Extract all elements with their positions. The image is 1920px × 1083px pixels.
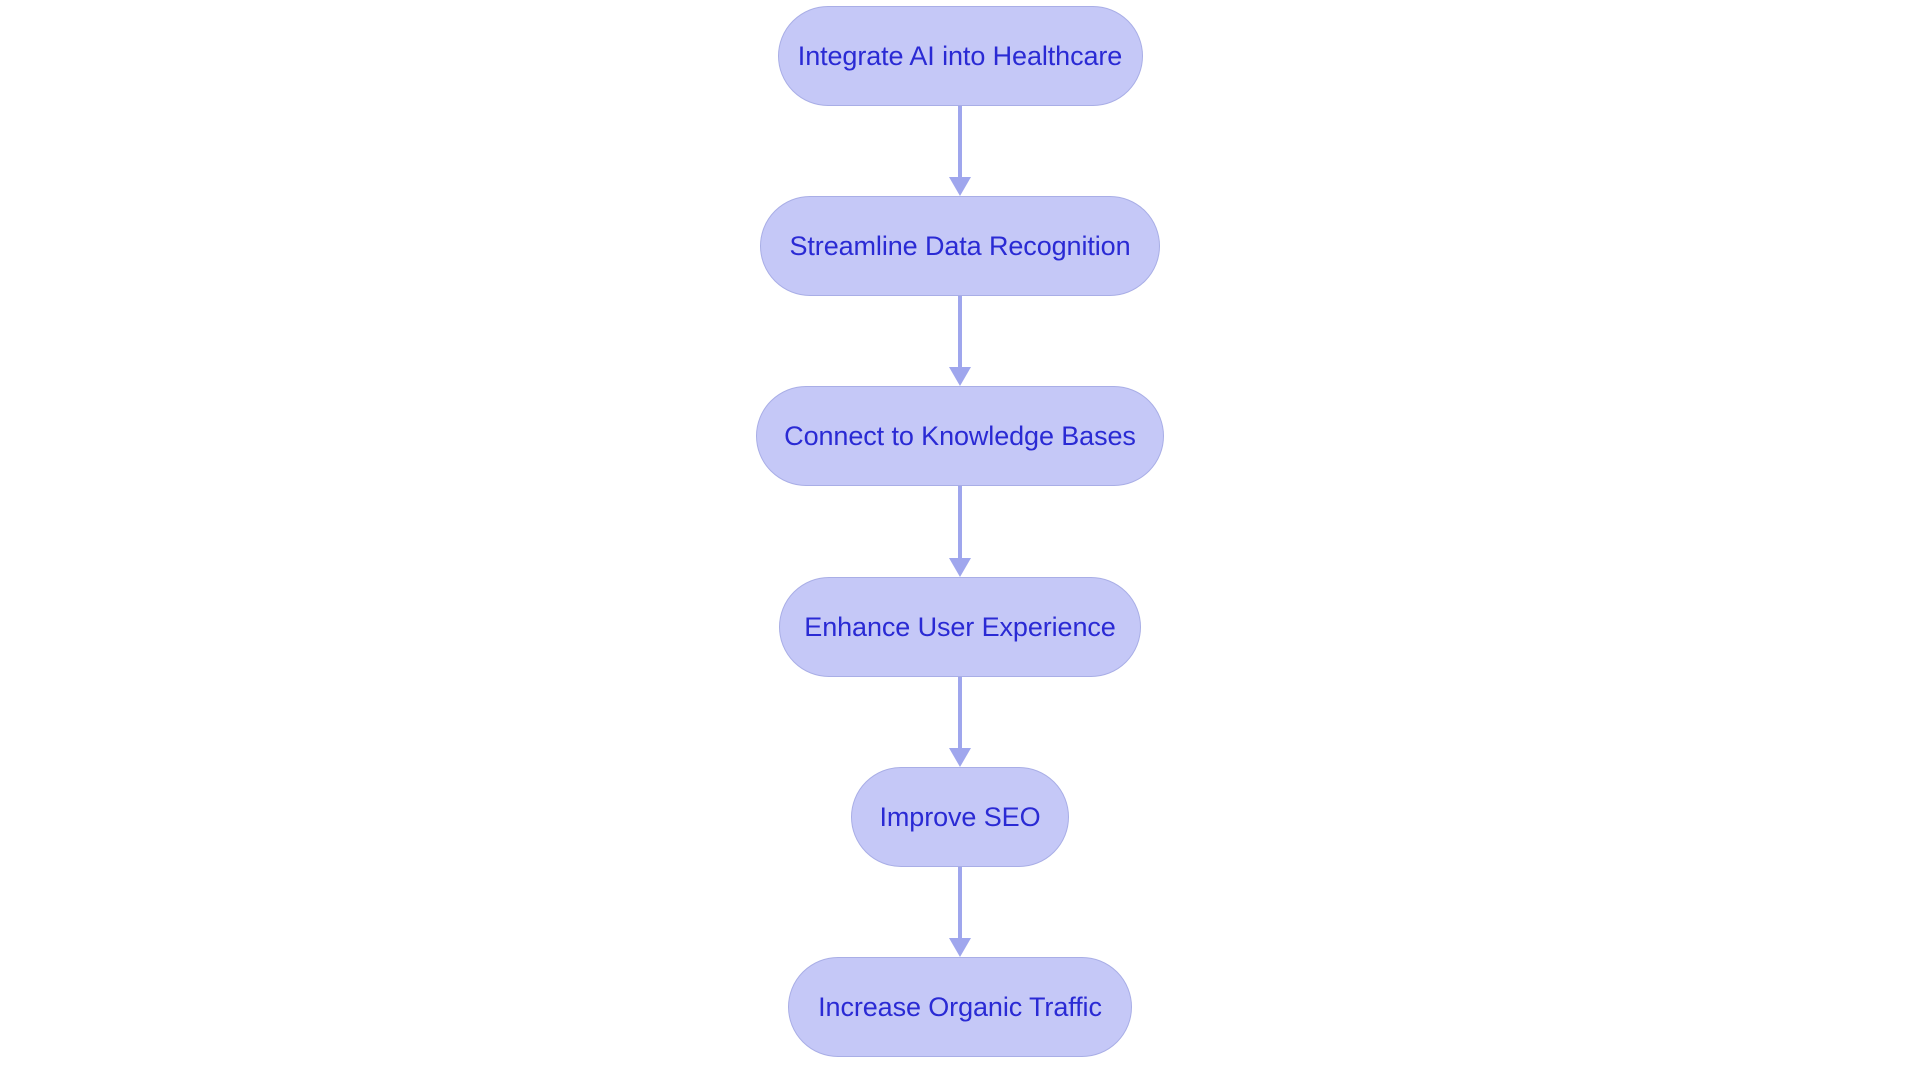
flowchart-edge-1-2 xyxy=(949,106,971,196)
flowchart-node-1[interactable]: Integrate AI into Healthcare xyxy=(777,6,1143,106)
flowchart-node-2[interactable]: Streamline Data Recognition xyxy=(760,196,1160,296)
arrow-down-icon xyxy=(949,938,971,957)
flowchart-node-2-label: Streamline Data Recognition xyxy=(789,230,1131,261)
flowchart-edge-5-6-line xyxy=(958,867,962,938)
flowchart-edge-4-5 xyxy=(949,677,971,767)
flowchart-edge-2-3-line xyxy=(958,296,962,367)
flowchart-node-3[interactable]: Connect to Knowledge Bases xyxy=(756,386,1164,486)
arrow-down-icon xyxy=(949,748,971,767)
flowchart-node-3-label: Connect to Knowledge Bases xyxy=(784,420,1136,451)
flowchart-node-6-label: Increase Organic Traffic xyxy=(818,991,1102,1022)
flowchart-node-6[interactable]: Increase Organic Traffic xyxy=(788,957,1132,1057)
arrow-down-icon xyxy=(949,558,971,577)
flowchart-edge-4-5-line xyxy=(958,677,962,748)
arrow-down-icon xyxy=(949,177,971,196)
flowchart-node-4-label: Enhance User Experience xyxy=(804,611,1116,642)
flowchart-node-4[interactable]: Enhance User Experience xyxy=(779,577,1141,677)
flowchart-edge-3-4-line xyxy=(958,486,962,558)
flowchart-edge-3-4 xyxy=(949,486,971,577)
flowchart-edge-1-2-line xyxy=(958,106,962,177)
flowchart-node-5[interactable]: Improve SEO xyxy=(851,767,1069,867)
flowchart-node-5-label: Improve SEO xyxy=(879,801,1041,832)
arrow-down-icon xyxy=(949,367,971,386)
flowchart-node-1-label: Integrate AI into Healthcare xyxy=(797,40,1123,71)
flowchart-edge-5-6 xyxy=(949,867,971,957)
flowchart-edge-2-3 xyxy=(949,296,971,386)
